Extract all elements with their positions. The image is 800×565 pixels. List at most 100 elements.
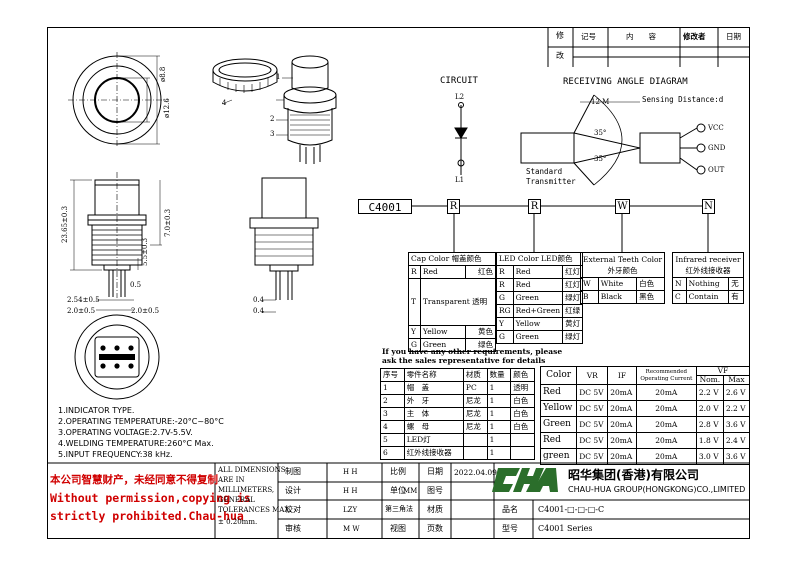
cap-cn: 黄色 [464, 325, 497, 339]
spec-cell: 20mA [607, 416, 637, 433]
spec-cell: 3.6 V [722, 416, 751, 433]
spec-header-vr: VR [576, 366, 609, 385]
copyright-cn: 本公司智慧财产，未经同意不得复制 [50, 474, 218, 486]
bom-cell: LED灯 [403, 433, 464, 447]
tb-caizhi: 材质 [427, 505, 443, 514]
bom-cell: 白色 [510, 394, 535, 408]
bom-cell: 1 [486, 433, 512, 447]
bom-cell: 红外线接收器 [403, 446, 464, 460]
teeth-cn: 黑色 [636, 290, 666, 304]
tol-1: ALL DIMENSIONS [218, 466, 286, 474]
part-label-4: 4 [222, 99, 227, 107]
tb-zhitu-value: H H [343, 468, 358, 476]
tb-riqi-value: 2022.04.09 [454, 468, 497, 477]
cap-code: R [408, 265, 421, 279]
vcc-label: VCC [708, 124, 724, 132]
angle-distance: 12 M [591, 98, 610, 106]
ir-code: C [672, 290, 687, 304]
bom-cell: 白色 [510, 420, 535, 434]
ir-code: N [672, 277, 687, 291]
company-name-cn: 昭华集团(香港)有限公司 [568, 468, 699, 482]
spec-cell: DC 5V [576, 384, 609, 401]
bom-cell: 1 [380, 381, 405, 395]
dim-d6: 0.5 [130, 281, 142, 289]
spec-cell: DC 5V [576, 400, 609, 417]
revision-author-header: 修改者 [683, 32, 706, 41]
tb-sheji-value: H H [343, 487, 358, 495]
spec-cell: Red [539, 432, 578, 449]
cap-code: T [408, 278, 421, 326]
spec-header-if: IF [607, 366, 637, 385]
revision-mark-header: 记号 [581, 32, 596, 41]
teeth-header-cn: 外牙颜色 [607, 266, 638, 275]
bottom-view-ring [74, 314, 160, 400]
led-code: R [496, 278, 514, 292]
spec-header-nom: Nom. [695, 375, 724, 385]
spec-cell: 2.2 V [722, 400, 751, 417]
bom-cell: 透明 [510, 381, 535, 395]
code-cap: R [447, 199, 460, 214]
tb-bili: 比例 [390, 467, 406, 476]
spec-cell: 20mA [635, 384, 697, 401]
spec-cell: 2.2 V [695, 384, 724, 401]
code-base: C4001 [358, 199, 412, 214]
sensing-distance: Sensing Distance:d [642, 95, 724, 104]
cap-name: Yellow [419, 325, 466, 339]
spec-cell: 3.6 V [722, 448, 751, 465]
tb-method: 第三角法 [385, 505, 413, 513]
led-cn: 黄灯 [562, 317, 584, 331]
tb-tuhao: 图号 [427, 486, 443, 495]
circuit-l1: L1 [455, 176, 465, 184]
spec-cell: green [539, 448, 578, 465]
out-label: OUT [708, 166, 725, 174]
bom-cell: 1 [486, 381, 512, 395]
led-name: Red [512, 278, 564, 292]
spec-cell: 2.8 V [695, 416, 724, 433]
part-label-3: 3 [270, 130, 275, 138]
tol-5: TOLERANCES MAX. [218, 506, 292, 514]
spec-header-color: Color [539, 366, 578, 385]
bom-cell: 外 牙 [403, 394, 464, 408]
led-code: RG [496, 304, 514, 318]
code-led: R [528, 199, 541, 214]
spec-header-max: Max [722, 375, 751, 385]
tb-pinming-value: C4001-□-□-□-C [538, 505, 605, 514]
cap-cn: 红色 [464, 265, 497, 279]
led-name: Green [512, 291, 564, 305]
led-name: Red [512, 265, 564, 279]
company-name-en: CHAU-HUA GROUP(HONGKONG)CO.,LIMITED [568, 485, 746, 494]
bom-cell: 2 [380, 394, 405, 408]
code-ir: N [702, 199, 715, 214]
dim-d5: 5.5±0.3 [141, 237, 149, 266]
spec-cell: 2.6 V [722, 384, 751, 401]
led-header: LED Color LED颜色 [495, 252, 584, 266]
circuit-l2: L2 [455, 93, 465, 101]
led-name: Yellow [512, 317, 564, 331]
spec-cell: 20mA [607, 384, 637, 401]
bom-cell [510, 446, 535, 460]
copyright-en-1: Without permission,copying is [50, 491, 251, 505]
led-name: Red+Green [512, 304, 564, 318]
note-1: 1.INDICATOR TYPE. [58, 406, 135, 415]
tol-6: ± 0.20mm. [218, 518, 258, 526]
bom-header: 材质 [462, 368, 488, 382]
bom-header: 序号 [380, 368, 405, 382]
tol-2: ARE IN [218, 476, 245, 484]
dim-d9: 2.0±0.5 [131, 307, 160, 315]
note-line-1: If you have any other requirements, plea… [382, 347, 563, 356]
bom-cell: 白色 [510, 407, 535, 421]
tol-4: GENERAL [218, 496, 255, 504]
ir-cn: 有 [728, 290, 744, 304]
company-logo [492, 468, 558, 492]
note-4: 4.WELDING TEMPERATURE:260°C Max. [58, 439, 214, 448]
dim-d3: 23.65±0.3 [61, 205, 69, 243]
tb-zhitu: 制图 [285, 467, 301, 476]
